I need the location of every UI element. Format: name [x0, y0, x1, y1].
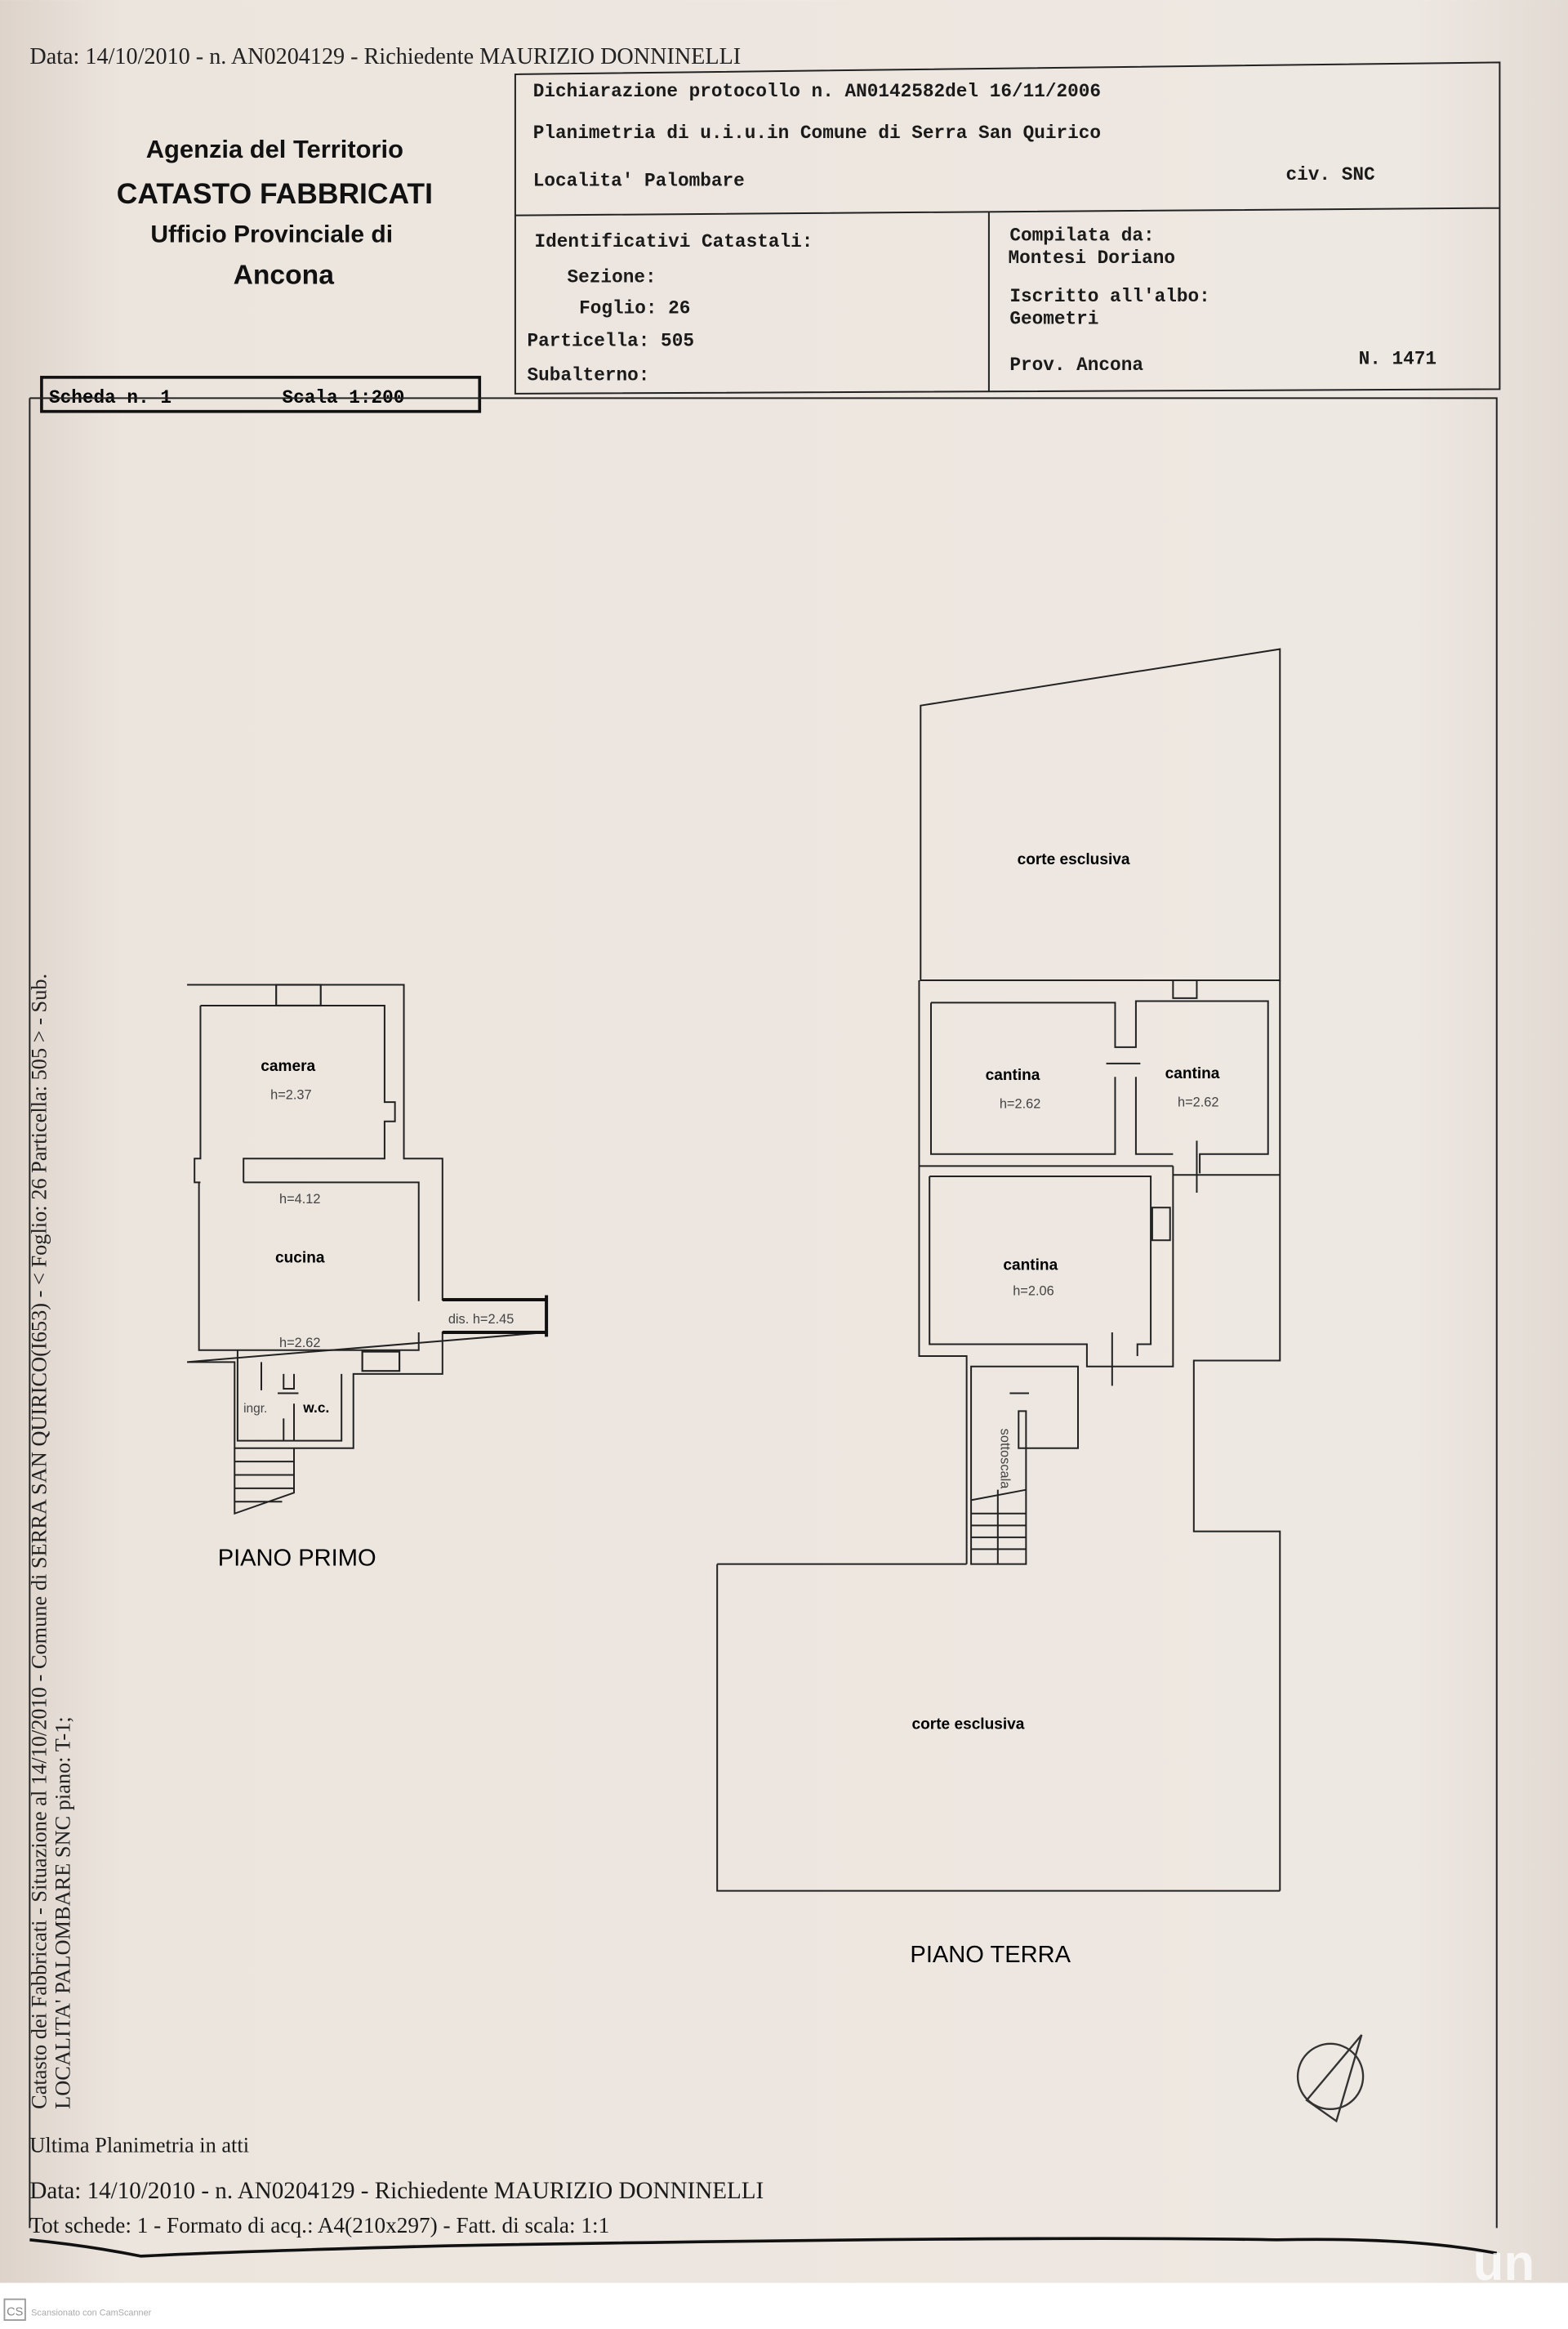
scheda-box	[40, 376, 482, 413]
room-label-camera: camera	[261, 1058, 315, 1075]
declaration-protocol: Dichiarazione protocollo n. AN0142582del…	[533, 81, 1101, 102]
camera-inner-wall	[194, 1004, 396, 1184]
room-label-cantina2: cantina	[1165, 1065, 1220, 1082]
room-label-cantina1: cantina	[986, 1067, 1040, 1084]
office-city: Ancona	[234, 260, 335, 290]
sottoscala-wall	[970, 1365, 1079, 1565]
room-height-cantina2: h=2.62	[1178, 1095, 1219, 1110]
door-marks	[1009, 1062, 1198, 1394]
header-request-line: Data: 14/10/2010 - n. AN0204129 - Richie…	[29, 44, 741, 69]
piano-terra-plan: corte esclusiva cantina h=2.62 cantina h…	[716, 648, 1281, 1968]
side-caption-line2: LOCALITA' PALOMBARE SNC piano: T-1;	[51, 1716, 74, 2109]
compiled-by-label: Compilata da:	[1009, 225, 1154, 247]
frame-bottom-line	[29, 2237, 1498, 2258]
room-label-sottoscala: sottoscala	[997, 1429, 1012, 1490]
ingr-wc-walls	[236, 1350, 343, 1442]
piano-primo-plan: camera h=2.37 h=4.12 cucina h=2.62 dis. …	[187, 984, 549, 1571]
window-cantina3	[1151, 1207, 1171, 1242]
agency-name: Agenzia del Territorio	[146, 135, 403, 163]
footer-ultima-planimetria: Ultima Planimetria in atti	[29, 2134, 249, 2157]
sezione: Sezione:	[568, 267, 657, 288]
agency-title-block: Agenzia del Territorio CATASTO FABBRICAT…	[117, 135, 433, 291]
camscanner-caption: Scansionato con CamScanner	[31, 2309, 151, 2318]
window-top	[275, 984, 322, 1007]
watermark-logo: un	[1473, 2235, 1535, 2291]
scanner-strip	[0, 2282, 1568, 2329]
window-bottom	[361, 1350, 401, 1372]
area-label-corte-top: corte esclusiva	[1018, 851, 1130, 868]
cantina1-wall	[930, 1000, 1269, 1174]
civic-number: civ. SNC	[1286, 164, 1375, 185]
province: Prov. Ancona	[1009, 355, 1143, 376]
room-label-cucina: cucina	[275, 1250, 325, 1267]
room-height-camera: h=2.37	[270, 1088, 312, 1103]
foglio: Foglio: 26	[579, 298, 690, 319]
info-box: Dichiarazione protocollo n. AN0142582del…	[514, 61, 1501, 395]
side-caption-line1: Catasto dei Fabbricati - Situazione al 1…	[27, 974, 51, 2109]
room-label-cantina3: cantina	[1003, 1257, 1058, 1274]
room-height-412: h=4.12	[279, 1192, 321, 1207]
compiled-by-name: Montesi Doriano	[1009, 248, 1176, 269]
footer-request-line: Data: 14/10/2010 - n. AN0204129 - Richie…	[29, 2178, 764, 2204]
subalterno: Subalterno:	[527, 365, 649, 386]
piano-primo-title: PIANO PRIMO	[218, 1545, 376, 1571]
camscanner-logo-text: CS	[7, 2306, 23, 2319]
locality: Localita' Palombare	[533, 170, 745, 191]
room-label-wc: w.c.	[302, 1399, 329, 1416]
cucina-inner-wall	[198, 1181, 420, 1351]
cadastral-identifiers-title: Identificativi Catastali:	[535, 231, 813, 252]
piano-terra-title: PIANO TERRA	[910, 1942, 1071, 1968]
room-height-cantina3: h=2.06	[1013, 1284, 1054, 1299]
room-height-cucina: h=2.62	[279, 1336, 321, 1350]
room-label-dis: dis. h=2.45	[448, 1312, 514, 1327]
registered-label: Iscritto all'albo:	[1009, 286, 1209, 307]
ground-outer-wall	[918, 980, 1281, 1891]
side-caption: Catasto dei Fabbricati - Situazione al 1…	[27, 974, 74, 2109]
registered-value: Geometri	[1009, 308, 1098, 329]
stairs-ground-icon	[970, 1488, 1027, 1564]
camscanner-logo-icon	[3, 2298, 26, 2321]
cantina3-wall	[929, 1176, 1152, 1357]
corridor-thick-walls	[442, 1295, 549, 1337]
room-height-cantina1: h=2.62	[1000, 1096, 1041, 1111]
drawing-frame	[29, 397, 1498, 2229]
window-cantina	[1172, 979, 1198, 999]
room-label-ingr: ingr.	[243, 1402, 267, 1416]
particella: Particella: 505	[527, 331, 694, 352]
north-arrow-icon	[1296, 2034, 1365, 2123]
office-label: Ufficio Provinciale di	[150, 221, 393, 248]
area-label-corte-bottom: corte esclusiva	[912, 1716, 1025, 1733]
catasto-title: CATASTO FABBRICATI	[117, 177, 433, 210]
registration-number: N. 1471	[1359, 349, 1437, 370]
plan-municipality: Planimetria di u.i.u.in Comune di Serra …	[533, 123, 1101, 144]
footer-tot-schede: Tot schede: 1 - Formato di acq.: A4(210x…	[29, 2213, 609, 2238]
stairs-icon	[234, 1448, 295, 1515]
